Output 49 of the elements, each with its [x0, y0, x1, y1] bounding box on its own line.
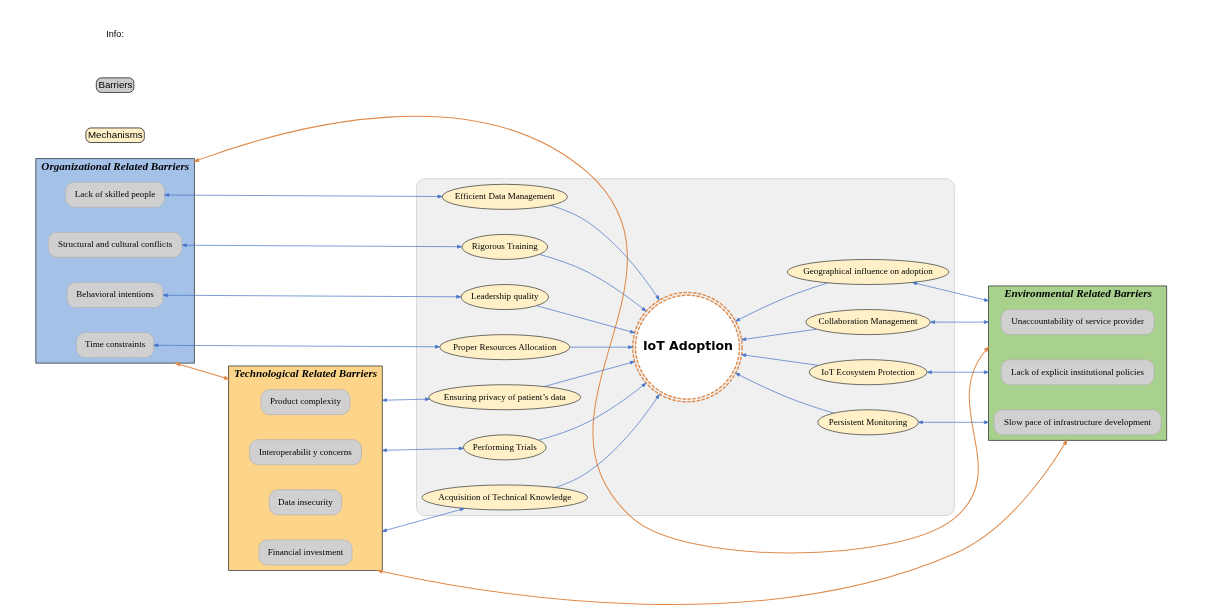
arrow	[543, 360, 635, 387]
arrow	[163, 193, 442, 199]
label: Info:	[105, 29, 124, 40]
node-box: Structural and cultural conflicts	[47, 232, 182, 258]
arrow	[535, 305, 635, 334]
node-ellipse: Proper Resources Allocation	[438, 334, 570, 361]
arrow	[537, 382, 646, 441]
arrow	[926, 370, 989, 374]
arrow	[917, 420, 989, 425]
cluster	[415, 178, 955, 516]
arrow	[381, 507, 465, 532]
arrow	[740, 328, 817, 341]
arrow	[173, 362, 230, 380]
node-box: Data insecurity	[268, 489, 342, 516]
arrow	[569, 345, 633, 349]
arrow	[152, 343, 440, 349]
arrow	[181, 243, 462, 249]
node-ellipse: Leadership quality	[460, 284, 549, 310]
arrow	[381, 397, 430, 402]
node-box: Slow pace of infrastructure development	[993, 409, 1161, 436]
node-box: Behavioral intentions	[66, 282, 163, 308]
node-box: Time constraints	[75, 332, 154, 358]
legend-label: Mechanisms	[87, 128, 143, 140]
node-ellipse: Performing Trials	[462, 434, 546, 461]
arrow	[162, 293, 461, 299]
arrow	[375, 439, 1068, 605]
arrow	[911, 281, 989, 302]
arrow	[734, 282, 828, 322]
node-ellipse: Rigorous Training	[461, 234, 548, 260]
node-ellipse: IoT Ecosystem Protection	[808, 359, 927, 386]
arrow	[549, 205, 660, 301]
arrow	[740, 353, 819, 366]
node-ellipse: Ensuring privacy of patient’s data	[427, 384, 581, 411]
arrow	[381, 446, 464, 453]
node-ellipse: Collaboration Management	[804, 309, 931, 335]
arrow	[929, 320, 989, 324]
arrow	[192, 115, 990, 554]
legend-label: Barriers	[97, 78, 132, 90]
node-box: Lack of explicit institutional policies	[1000, 359, 1154, 386]
node-ellipse: Efficient Data Management	[441, 183, 568, 210]
node-ellipse: Persistent Monitoring	[816, 409, 919, 436]
node-box: Interoperabilit y concerns	[248, 439, 362, 466]
arrow	[734, 372, 834, 414]
arrow	[554, 394, 660, 488]
node-box: Unaccountability of service provider	[1000, 309, 1154, 335]
node-box: Financial investment	[257, 539, 352, 566]
arrow	[538, 254, 646, 312]
node-box: Lack of skilled people	[64, 181, 165, 208]
node-box: Product complexity	[260, 389, 350, 415]
